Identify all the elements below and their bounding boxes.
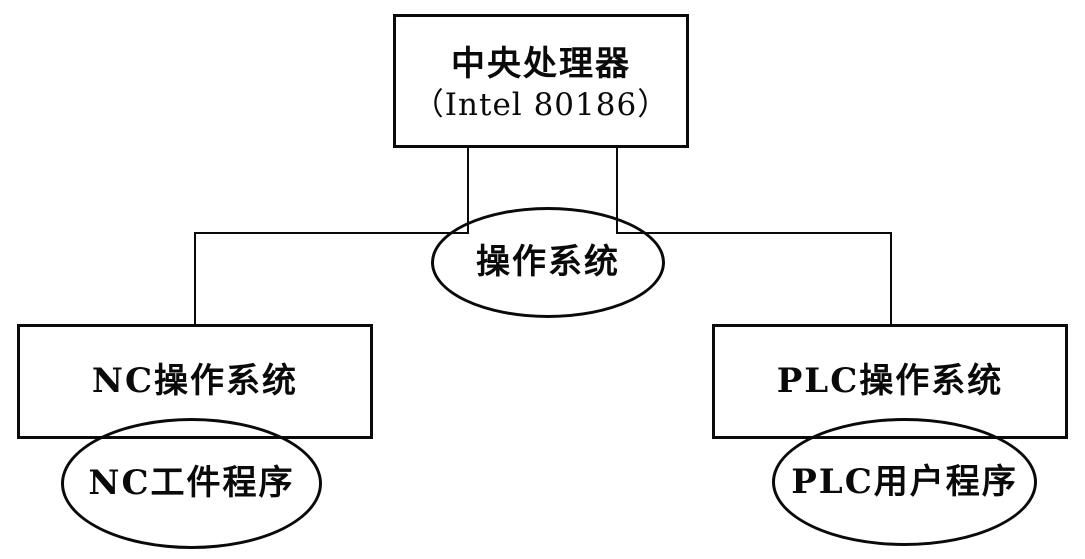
- connector-bus-right: [616, 232, 892, 234]
- nc-program-ellipse-label: NC工件程序: [88, 463, 295, 504]
- connector-drop-plc: [890, 232, 892, 325]
- plc-program-ellipse-label: PLC用户程序: [791, 461, 1018, 502]
- connector-cpu-down-left: [467, 147, 469, 234]
- cpu-box-subtitle: （Intel 80186）: [412, 87, 670, 124]
- connector-cpu-down-right: [616, 147, 618, 234]
- nc-program-ellipse: NC工件程序: [61, 418, 322, 549]
- connector-drop-nc: [194, 232, 196, 325]
- connector-bus-left: [194, 232, 469, 234]
- os-ellipse: 操作系统: [431, 207, 665, 318]
- nc-os-box: NC操作系统: [17, 324, 373, 439]
- cpu-box: 中央处理器 （Intel 80186）: [393, 14, 689, 148]
- plc-os-box-label: PLC操作系统: [776, 361, 1004, 402]
- cpu-box-title: 中央处理器: [451, 43, 631, 84]
- nc-os-box-label: NC操作系统: [91, 361, 299, 402]
- os-ellipse-label: 操作系统: [476, 242, 620, 283]
- plc-program-ellipse: PLC用户程序: [772, 418, 1037, 546]
